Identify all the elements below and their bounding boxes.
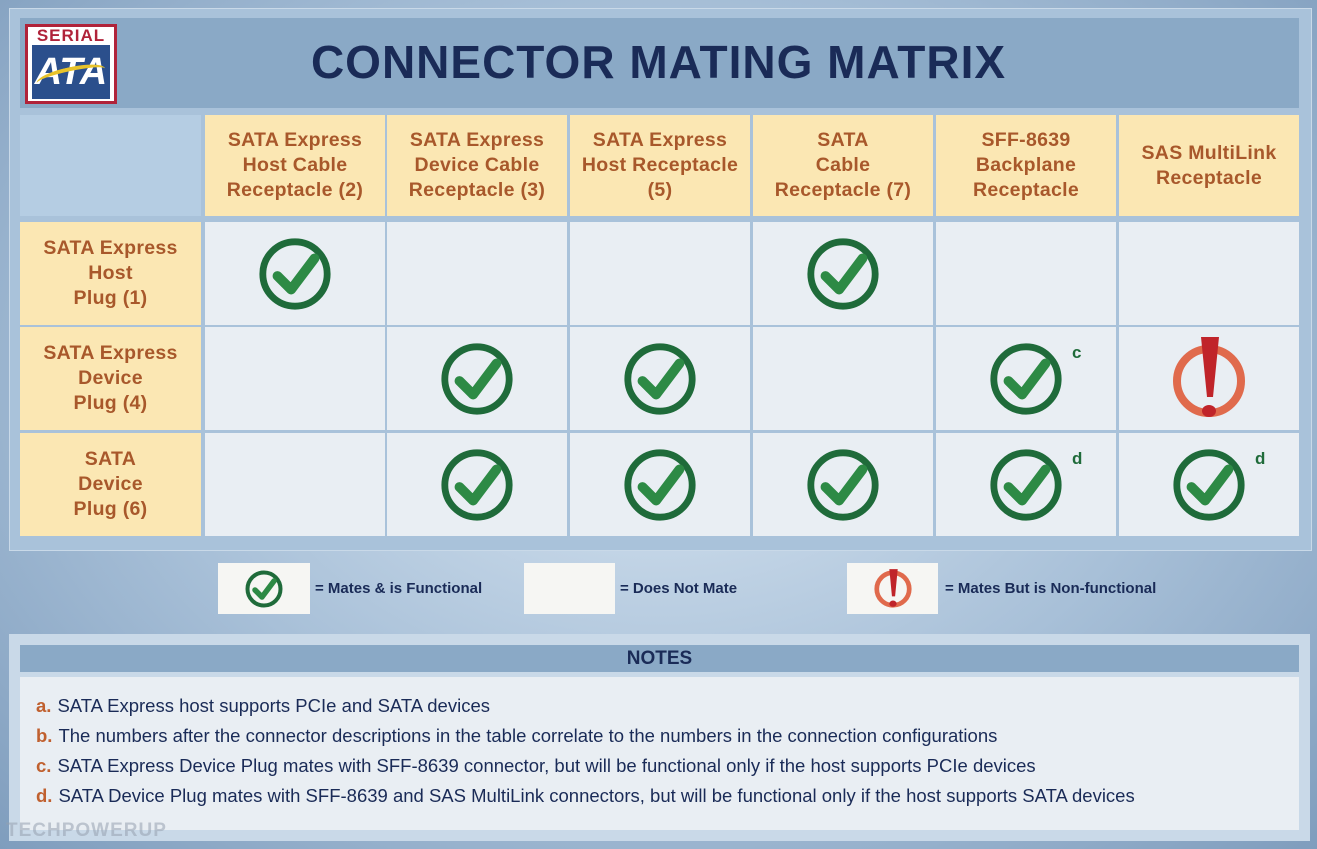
matrix-cell: [570, 327, 750, 430]
column-header: SATA Express Host Receptacle (5): [570, 115, 750, 216]
note-letter: b.: [36, 725, 53, 746]
matrix-cell: [387, 327, 567, 430]
note-item: b.The numbers after the connector descri…: [36, 724, 997, 748]
legend-swatch-mates: [218, 563, 310, 614]
matrix-cell: [936, 222, 1116, 325]
matrix-corner: [20, 115, 201, 216]
matrix-cell: d: [1119, 433, 1299, 536]
matrix-cell: [205, 327, 385, 430]
matrix-cell: [753, 222, 933, 325]
matrix-cell: [753, 433, 933, 536]
matrix-cell: c: [936, 327, 1116, 430]
check-icon: [807, 448, 879, 521]
note-item: c.SATA Express Device Plug mates with SF…: [36, 754, 1036, 778]
title-bar: [20, 18, 1299, 108]
legend-label-mates: = Mates & is Functional: [315, 580, 483, 597]
note-letter: a.: [36, 695, 52, 716]
column-header: SATA Express Host Cable Receptacle (2): [205, 115, 385, 216]
warning-icon: [1173, 336, 1245, 417]
column-header: SATA Express Device Cable Receptacle (3): [387, 115, 567, 216]
note-reference: c: [1072, 343, 1082, 362]
note-text: SATA Express host supports PCIe and SATA…: [57, 695, 490, 716]
check-icon: [441, 342, 513, 415]
matrix-cell: [570, 222, 750, 325]
matrix-cell: [1119, 222, 1299, 325]
logo-top-text: SERIAL: [36, 26, 106, 45]
check-icon: [624, 342, 696, 415]
matrix-cell: [1119, 327, 1299, 430]
warning-icon: [873, 568, 912, 608]
column-header: SFF-8639 Backplane Receptacle: [936, 115, 1116, 216]
row-header: SATA Device Plug (6): [20, 433, 201, 536]
note-text: The numbers after the connector descript…: [58, 725, 998, 746]
notes-body: [20, 677, 1299, 830]
page-title: CONNECTOR MATING MATRIX: [310, 36, 1007, 88]
check-icon: [245, 570, 283, 607]
legend-swatch-nonfunctional: [847, 563, 938, 614]
note-text: SATA Express Device Plug mates with SFF-…: [57, 755, 1036, 776]
check-icon: [259, 237, 331, 310]
legend-label-none: = Does Not Mate: [620, 580, 738, 597]
matrix-cell: d: [936, 433, 1116, 536]
note-reference: d: [1072, 449, 1083, 468]
notes-header: NOTES: [20, 645, 1299, 672]
check-icon: [441, 448, 513, 521]
row-header: SATA Express Device Plug (4): [20, 327, 201, 430]
serial-ata-logo: SERIAL ATA: [25, 24, 117, 104]
check-icon: [990, 448, 1062, 521]
matrix-cell: [387, 222, 567, 325]
matrix-cell: [387, 433, 567, 536]
logo-main-text: ATA: [32, 45, 110, 99]
check-icon: [624, 448, 696, 521]
column-header: SATA Cable Receptacle (7): [753, 115, 933, 216]
note-letter: d.: [36, 785, 53, 806]
matrix-cell: [205, 222, 385, 325]
check-icon: [1173, 448, 1245, 521]
check-icon: [807, 237, 879, 310]
note-item: d.SATA Device Plug mates with SFF-8639 a…: [36, 784, 1135, 808]
legend-label-nonfunctional: = Mates But is Non-functional: [945, 580, 1157, 597]
note-text: SATA Device Plug mates with SFF-8639 and…: [58, 785, 1135, 806]
note-item: a.SATA Express host supports PCIe and SA…: [36, 694, 490, 718]
watermark: TECHPOWERUP: [6, 820, 167, 841]
matrix-cell: [753, 327, 933, 430]
row-header: SATA Express Host Plug (1): [20, 222, 201, 325]
note-reference: d: [1255, 449, 1266, 468]
matrix-cell: [205, 433, 385, 536]
matrix-cell: [570, 433, 750, 536]
column-header: SAS MultiLink Receptacle: [1119, 115, 1299, 216]
check-icon: [990, 342, 1062, 415]
legend-swatch-none: [524, 563, 615, 614]
note-letter: c.: [36, 755, 52, 776]
